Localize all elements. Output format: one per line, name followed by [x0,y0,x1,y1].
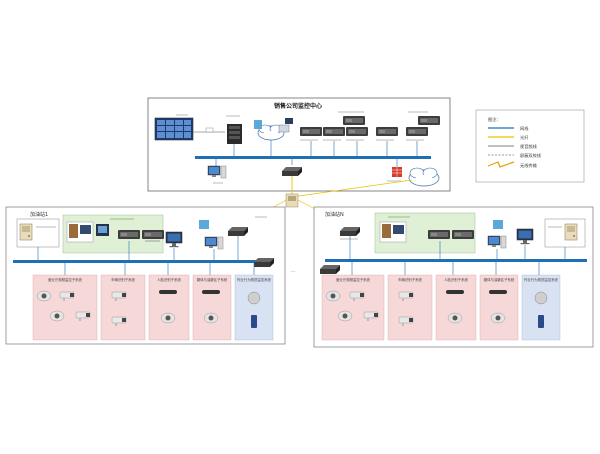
server-icon [323,127,345,136]
monitoring-center: 销售公司监控中心 [147,97,451,192]
legend: 图注： 网线 光纤 视音频线 屏蔽双绞线 无线传输 [475,109,585,183]
tank-camera-icon [490,312,506,324]
subsystem-title: 车辆识别子系统 [111,277,135,282]
legend-label: 光纤 [520,134,529,141]
server-icon [346,127,368,136]
server-icon [418,116,440,125]
access-server-icon [428,230,450,239]
face-camera-icon [160,312,176,324]
legend-label: 无线传输 [520,162,538,169]
server-icon [343,116,365,125]
face-camera-icon [159,290,177,294]
workstation-icon [254,118,293,133]
access-server-icon [142,230,164,239]
firewall-icon [392,167,402,177]
station-network-bus [325,259,587,262]
dome-camera-icon [337,310,353,322]
station-title: 加油站N [325,211,344,218]
edge-switch-icon [320,265,340,274]
face-camera-icon [447,312,463,324]
subsystem-title: 营业厅视频监控子系统 [336,277,371,282]
video-wall [154,114,194,141]
core-switch-icon [282,167,302,176]
station-network-bus [13,260,267,263]
legend-swatch-wireless [487,161,515,168]
dome-camera-icon [325,290,341,302]
subsystem-title: 作业行为规范监控系统 [524,277,559,282]
server-icon [376,127,398,136]
subsystem-title: 作业行为规范监控系统 [237,277,272,282]
handheld-terminal-icon [538,315,544,328]
isp-device-icon [285,193,299,208]
tank-camera-icon [489,290,507,294]
nvr-cabinet-icon [564,223,578,241]
server-icon [300,127,322,136]
ellipsis: ... [291,268,295,273]
subsystem-title: 人脸识别子系统 [444,277,468,282]
face-camera-icon [446,290,464,294]
ptz-camera-icon [534,291,548,305]
center-network-bus [195,156,431,159]
dome-camera-icon [36,290,52,302]
center-title: 销售公司监控中心 [274,102,322,110]
access-server-icon [118,230,140,239]
legend-label: 屏蔽双绞线 [520,152,542,159]
tank-camera-icon [203,312,219,324]
station-n: 加油站N 营业厅视频监控子系统 车辆 [313,206,594,348]
tank-camera-icon [202,290,220,294]
door-sensor-icon [199,220,209,229]
legend-label: 视音频线 [520,143,538,150]
door-sensor-icon [493,220,503,229]
internet-cloud-icon [408,167,440,187]
server-icon [406,127,428,136]
legend-title: 图注： [488,116,501,123]
edge-switch-icon [254,258,274,267]
legend-label: 网线 [520,125,529,132]
subsystem-title: 车辆识别子系统 [398,277,422,282]
switch-icon [228,227,248,236]
subsystem-title: 人脸识别子系统 [157,277,181,282]
station-title: 加油站1 [30,211,48,218]
subsystem-title: 罐体与油罐区子系统 [484,277,515,282]
subsystem-title: 营业厅视频监控子系统 [48,277,83,282]
subsystem-title: 罐体与油罐区子系统 [197,277,228,282]
dome-camera-icon [49,310,65,322]
switch-icon [340,227,360,236]
handheld-terminal-icon [251,315,257,328]
nvr-cabinet-icon [19,223,33,241]
storage-server [226,115,242,144]
ptz-camera-icon [247,291,261,305]
station-1: 加油站1 营业厅视频监控子系 [5,206,286,345]
access-server-icon [452,230,474,239]
